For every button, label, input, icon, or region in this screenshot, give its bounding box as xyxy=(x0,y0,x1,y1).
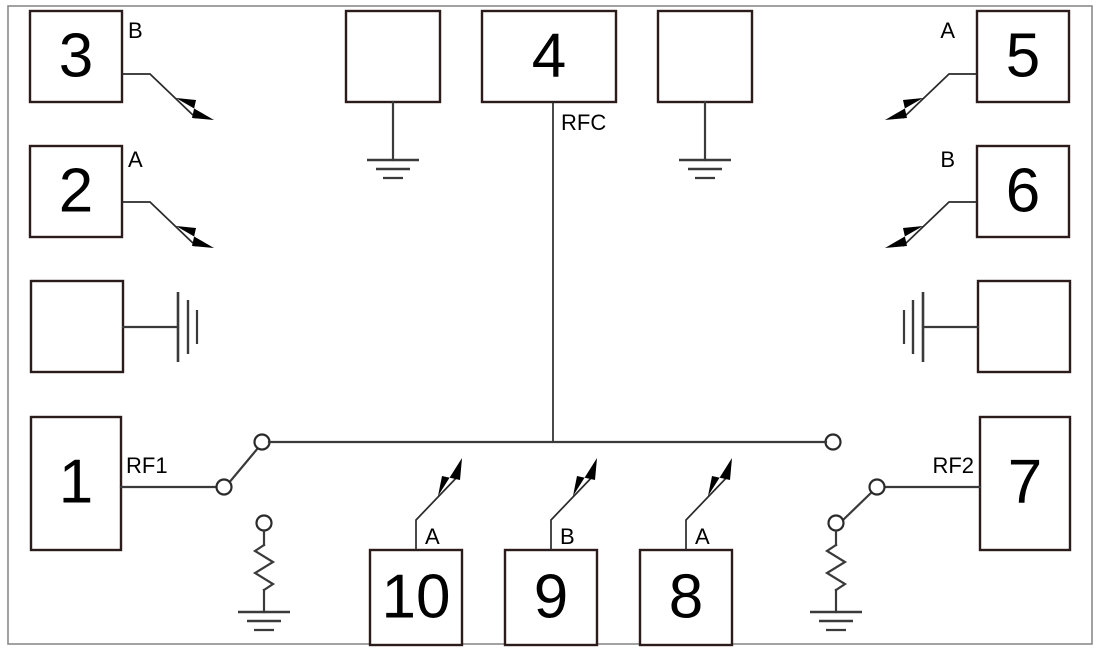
switch-rf2-common-node xyxy=(868,478,886,496)
block-top-left-ground[interactable] xyxy=(344,9,442,104)
block-8-label: 8 xyxy=(669,562,703,631)
block-9-actuator-arrow-icon xyxy=(573,458,597,496)
block-6-actuator-arrow-icon xyxy=(885,226,923,248)
resistor-left-zigzag xyxy=(252,543,276,592)
block-3-actuator-lead xyxy=(122,73,197,119)
rf1-net-label: RF1 xyxy=(126,453,168,478)
block-10[interactable]: 10 xyxy=(368,548,464,647)
block-5-actuator-arrow-icon xyxy=(885,98,923,120)
switch-rf1-common-node xyxy=(215,478,233,496)
block-10-label: 10 xyxy=(382,562,451,631)
block-9-pin-label: B xyxy=(560,524,575,549)
block-top-right-ground-body xyxy=(656,9,754,104)
block-3-actuator-arrow-icon xyxy=(176,98,214,120)
switch-rf1[interactable] xyxy=(215,433,273,532)
gnd-mid-left-icon xyxy=(176,292,199,362)
block-5[interactable]: 5 xyxy=(975,9,1071,104)
block-top-right-ground[interactable] xyxy=(656,9,754,104)
block-5-pin-label: A xyxy=(940,18,955,43)
block-10-body xyxy=(368,548,464,647)
gnd-res-right-icon xyxy=(810,610,862,632)
block-right-ground[interactable] xyxy=(976,279,1072,374)
rf2-net-label: RF2 xyxy=(932,453,974,478)
switch-rf2[interactable] xyxy=(824,433,886,532)
block-5-body xyxy=(975,9,1071,104)
gnd-top-left-icon xyxy=(367,158,419,180)
switch-rf1-blade xyxy=(226,446,260,486)
block-1-body xyxy=(29,415,123,552)
block-2-pin-label: A xyxy=(128,147,143,172)
block-2-body xyxy=(28,144,124,239)
block-8-body xyxy=(638,548,734,647)
block-left-ground-body xyxy=(29,279,125,374)
gnd-res-left-icon xyxy=(238,610,290,632)
switch-rf1-nc-node xyxy=(255,514,273,532)
block-8-pin-label: A xyxy=(695,524,710,549)
block-2-label: 2 xyxy=(59,156,93,225)
block-7-label: 7 xyxy=(1008,447,1042,516)
block-4-label: 4 xyxy=(532,21,566,90)
block-2-actuator-lead xyxy=(122,201,197,247)
block-3[interactable]: 3 xyxy=(28,9,124,104)
block-8-actuator-lead xyxy=(685,473,731,550)
block-3-pin-label: B xyxy=(128,18,143,43)
resistor-right-zigzag xyxy=(824,543,848,592)
block-right-ground-body xyxy=(976,279,1072,374)
block-9[interactable]: 9 xyxy=(503,548,599,647)
block-6-actuator-lead xyxy=(902,201,977,247)
block-top-left-ground-body xyxy=(344,9,442,104)
rfc-net-label: RFC xyxy=(561,110,606,135)
block-1-label: 1 xyxy=(59,447,93,516)
block-2-actuator-arrow-icon xyxy=(176,226,214,248)
block-4[interactable]: 4 xyxy=(480,9,618,104)
gnd-top-right-icon xyxy=(679,158,731,180)
block-10-actuator-arrow-icon xyxy=(438,458,462,496)
block-9-actuator-lead xyxy=(550,473,596,550)
block-8[interactable]: 8 xyxy=(638,548,734,647)
block-1[interactable]: 1 xyxy=(29,415,123,552)
switch-rf1-no-node xyxy=(253,433,271,451)
block-6[interactable]: 6 xyxy=(975,144,1071,239)
resistor-left xyxy=(252,529,276,614)
block-10-pin-label: A xyxy=(425,524,440,549)
block-2[interactable]: 2 xyxy=(28,144,124,239)
switch-rf2-nc-node xyxy=(827,514,845,532)
block-10-actuator-lead xyxy=(415,473,461,550)
block-9-label: 9 xyxy=(534,562,568,631)
block-4-body xyxy=(480,9,618,104)
block-6-label: 6 xyxy=(1006,156,1040,225)
switch-rf2-blade xyxy=(841,489,875,522)
block-5-label: 5 xyxy=(1006,21,1040,90)
block-left-ground[interactable] xyxy=(29,279,125,374)
block-5-actuator-lead xyxy=(902,73,977,119)
block-9-body xyxy=(503,548,599,647)
block-6-body xyxy=(975,144,1071,239)
block-6-pin-label: B xyxy=(940,147,955,172)
block-3-label: 3 xyxy=(59,21,93,90)
block-8-actuator-arrow-icon xyxy=(708,458,732,496)
block-7[interactable]: 7 xyxy=(978,415,1072,552)
block-3-body xyxy=(28,9,124,104)
resistor-right xyxy=(824,529,848,614)
block-7-body xyxy=(978,415,1072,552)
gnd-mid-right-icon xyxy=(902,292,925,362)
switch-rf2-no-node xyxy=(824,433,842,451)
